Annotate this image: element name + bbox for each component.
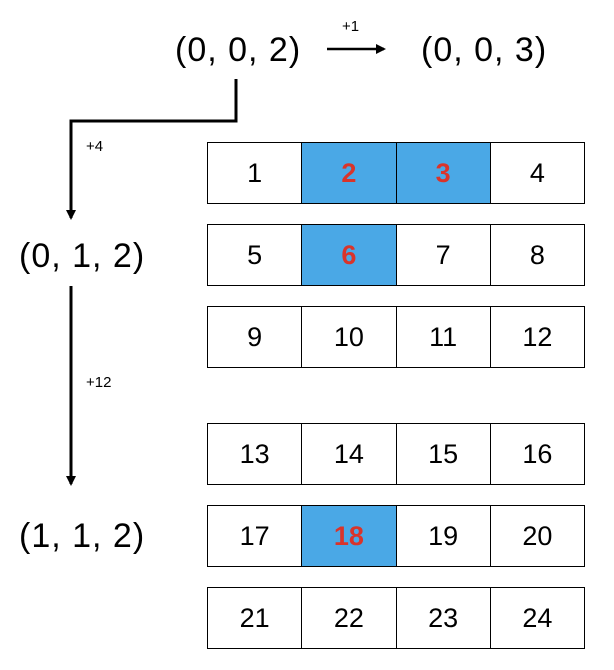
step-label-right: +1 xyxy=(342,18,360,35)
step-label-down-first: +4 xyxy=(86,138,104,155)
grid-cell: 22 xyxy=(302,588,397,648)
grid-cell: 17 xyxy=(208,506,303,566)
grid-cell: 9 xyxy=(208,307,303,367)
step-label-down-second: +12 xyxy=(86,374,112,391)
grid-row-4: 13 14 15 16 xyxy=(207,423,585,485)
grid-row-6: 21 22 23 24 xyxy=(207,587,585,649)
grid-cell: 15 xyxy=(397,424,491,484)
grid-cell: 4 xyxy=(529,157,545,188)
grid-cell: 5 xyxy=(208,225,303,285)
tuple-top-right: (0, 0, 3) xyxy=(421,31,548,69)
grid-cell: 14 xyxy=(302,424,397,484)
grid-cell: 7 xyxy=(397,225,491,285)
grid-row-2: 5 6 7 8 xyxy=(207,224,585,286)
grid-cell-highlighted: 2 xyxy=(302,143,397,203)
grid-cell-highlighted: 18 xyxy=(302,506,397,566)
grid-cell-highlighted: 3 xyxy=(396,143,491,203)
grid-cell: 11 xyxy=(397,307,491,367)
grid-cell: 1 xyxy=(208,143,303,203)
tuple-middle: (0, 1, 2) xyxy=(19,237,146,275)
grid-cell: 16 xyxy=(522,438,553,469)
grid-cell-highlighted: 6 xyxy=(302,225,397,285)
arrow-down-first xyxy=(66,79,238,220)
grid-cell: 10 xyxy=(302,307,397,367)
grid-row-3: 9 10 11 12 xyxy=(207,306,585,368)
grid-row-1: 1 2 3 4 xyxy=(207,142,585,204)
grid-cell: 19 xyxy=(397,506,491,566)
tuple-bottom: (1, 1, 2) xyxy=(19,517,146,555)
grid-cell: 23 xyxy=(397,588,491,648)
grid-cell: 8 xyxy=(529,239,545,270)
grid-cell: 20 xyxy=(522,520,553,551)
grid-cell: 13 xyxy=(208,424,303,484)
grid-row-5: 17 18 19 20 xyxy=(207,505,585,567)
tuple-top-left: (0, 0, 2) xyxy=(175,31,302,69)
grid-cell: 12 xyxy=(522,321,553,352)
grid-cell: 21 xyxy=(208,588,303,648)
grid-cell: 24 xyxy=(522,602,553,633)
